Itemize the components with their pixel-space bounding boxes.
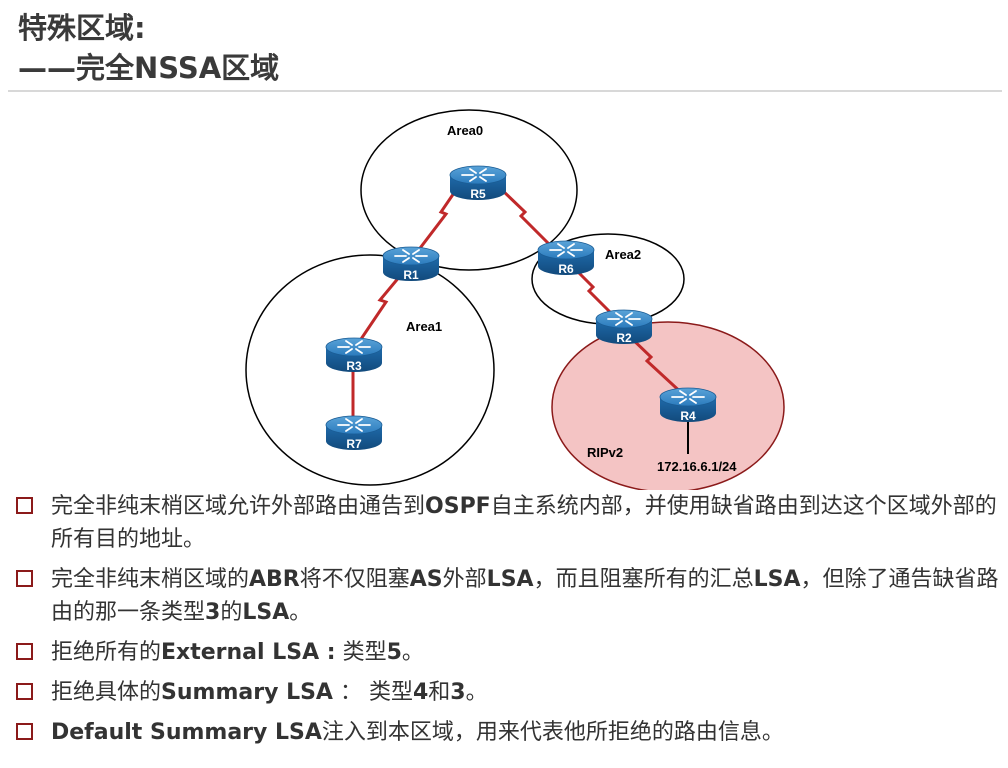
- bullet-item: 完全非纯末梢区域的ABR将不仅阻塞AS外部LSA，而且阻塞所有的汇总LSA，但除…: [16, 563, 1001, 629]
- title-divider: [8, 90, 1002, 92]
- router-r3-label: R3: [346, 359, 362, 373]
- bullet-text-run: 3: [205, 600, 221, 625]
- router-r5: R5: [449, 165, 507, 201]
- bullet-text-run: 3: [450, 680, 466, 705]
- area1-boundary: [245, 254, 495, 486]
- bullet-text-run: 的: [220, 600, 243, 625]
- area0-boundary: [360, 109, 578, 271]
- bullet-text-run: 拒绝所有的: [51, 640, 162, 665]
- square-bullet-icon: [16, 497, 33, 514]
- bullet-text: 拒绝具体的Summary LSA ： 类型4和3。: [51, 680, 488, 705]
- network-address-label: 172.16.6.1/24: [657, 459, 737, 474]
- link-r1-r3: [353, 269, 407, 349]
- area1-label: Area1: [406, 319, 442, 334]
- network-topology-diagram: R5 R1 R6 R3 R2 R7 R4 Area0 Area2 Area1 R…: [245, 109, 785, 490]
- bullet-text-run: 拒绝具体的: [51, 680, 162, 705]
- bullet-text: 拒绝所有的External LSA : 类型5。: [51, 640, 424, 665]
- bullet-text-run: 5: [386, 640, 402, 665]
- bullet-text-run: 将不仅阻塞: [299, 567, 410, 592]
- title-line-2: ——完全NSSA区域: [18, 51, 280, 85]
- bullet-text-run: OSPF: [425, 494, 491, 519]
- bullet-list: 完全非纯末梢区域允许外部路由通告到OSPF自主系统内部，并使用缺省路由到达这个区…: [16, 490, 1001, 756]
- slide-title: 特殊区域: ——完全NSSA区域: [18, 8, 279, 88]
- bullet-text-run: 和: [428, 680, 451, 705]
- router-r4-label: R4: [680, 409, 696, 423]
- area0-label: Area0: [447, 123, 483, 138]
- bullet-text-run: ，而且阻塞所有的汇总: [533, 567, 754, 592]
- bullet-text-run: 。: [289, 600, 312, 625]
- square-bullet-icon: [16, 723, 33, 740]
- router-r5-label: R5: [470, 187, 486, 201]
- bullet-text-run: 类型: [335, 640, 387, 665]
- router-r1-label: R1: [403, 268, 419, 282]
- router-r6: R6: [537, 240, 595, 276]
- area2-label: Area2: [605, 247, 641, 262]
- square-bullet-icon: [16, 570, 33, 587]
- ripv2-label: RIPv2: [587, 445, 623, 460]
- bullet-text-run: LSA: [242, 600, 290, 625]
- bullet-text-run: Default Summary LSA: [51, 720, 322, 745]
- bullet-text-run: 注入到本区域，用来代表他所拒绝的路由信息。: [321, 720, 784, 745]
- router-r6-label: R6: [558, 262, 574, 276]
- bullet-text-run: 。: [465, 680, 488, 705]
- bullet-item: 拒绝具体的Summary LSA ： 类型4和3。: [16, 676, 1001, 709]
- router-r2-label: R2: [616, 331, 632, 345]
- bullet-text-run: 4: [412, 680, 429, 705]
- bullet-text-run: External LSA :: [161, 640, 336, 665]
- bullet-text-run: 完全非纯末梢区域允许外部路由通告到: [51, 494, 426, 519]
- router-r1: R1: [382, 246, 440, 282]
- bullet-item: 完全非纯末梢区域允许外部路由通告到OSPF自主系统内部，并使用缺省路由到达这个区…: [16, 490, 1001, 556]
- router-r7: R7: [325, 415, 383, 451]
- bullet-text-run: 自主系统内部，并使用缺省路由到达这个区域外部的所有目的地址。: [51, 494, 997, 552]
- bullet-text-run: 完全非纯末梢区域的: [51, 567, 250, 592]
- bullet-text: 完全非纯末梢区域的ABR将不仅阻塞AS外部LSA，而且阻塞所有的汇总LSA，但除…: [51, 567, 998, 625]
- bullet-text-run: LSA: [753, 567, 801, 592]
- router-r3: R3: [325, 337, 383, 373]
- link-r5-r6: [500, 188, 562, 257]
- bullet-text-run: 。: [401, 640, 424, 665]
- router-r7-label: R7: [346, 437, 362, 451]
- bullet-item: Default Summary LSA注入到本区域，用来代表他所拒绝的路由信息。: [16, 716, 1001, 749]
- bullet-text-run: LSA: [486, 567, 534, 592]
- router-r2: R2: [595, 309, 653, 345]
- router-r4: R4: [659, 387, 717, 423]
- square-bullet-icon: [16, 683, 33, 700]
- square-bullet-icon: [16, 643, 33, 660]
- link-r6-r2: [569, 263, 620, 322]
- bullet-text-run: AS: [409, 567, 443, 592]
- bullet-text: Default Summary LSA注入到本区域，用来代表他所拒绝的路由信息。: [51, 720, 784, 745]
- bullet-text-run: ： 类型: [332, 680, 413, 705]
- link-r2-r4: [626, 333, 687, 398]
- bullet-text-run: 外部: [442, 567, 487, 592]
- link-r5-r1: [409, 189, 458, 261]
- bullet-text-run: Summary LSA: [161, 680, 333, 705]
- bullet-text: 完全非纯末梢区域允许外部路由通告到OSPF自主系统内部，并使用缺省路由到达这个区…: [51, 494, 997, 552]
- bullet-item: 拒绝所有的External LSA : 类型5。: [16, 636, 1001, 669]
- bullet-text-run: ，但除了通告缺省路由的那一条类型: [51, 567, 999, 625]
- title-line-1: 特殊区域:: [18, 11, 146, 45]
- bullet-text-run: ABR: [249, 567, 300, 592]
